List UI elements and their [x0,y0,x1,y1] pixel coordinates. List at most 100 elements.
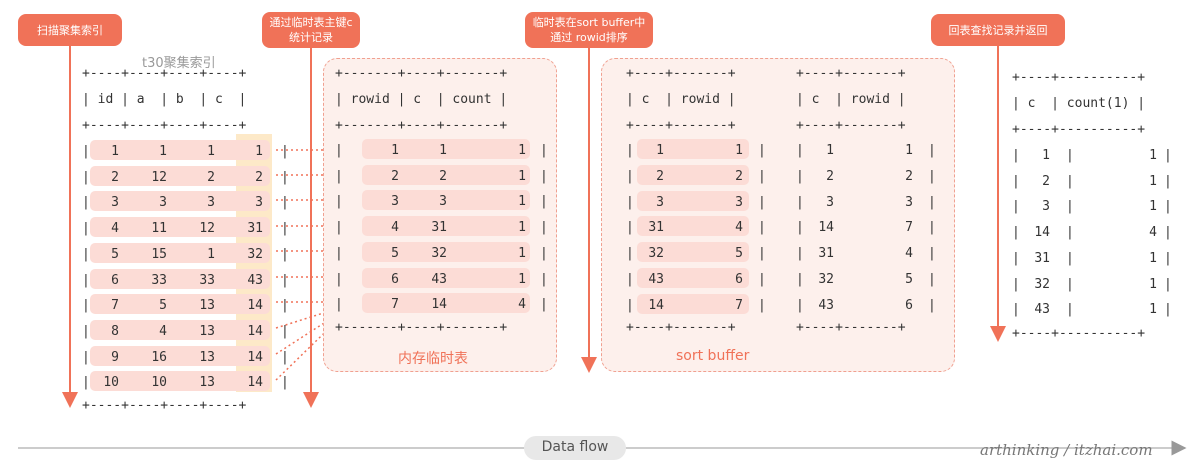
cell-divider: | [281,298,289,314]
sortbuf-left-cell: 1 [656,143,664,158]
t30-cell: 13 [199,375,215,391]
cell-divider: | [82,195,90,211]
cell-divider: | [796,220,804,236]
t30-cell: 13 [199,298,215,314]
t30-cell: 31 [247,221,263,237]
t30-cell: 1 [207,246,215,262]
temp-cell: 7 [391,297,399,313]
cell-divider: | [82,144,90,159]
row-fill [90,268,270,289]
t30-cell: 9 [111,349,119,365]
sortbuf-left-cell: 7 [735,297,743,313]
badge-back-to-table: 回表查找记录并返回 [931,14,1065,46]
cell-divider: | [1066,173,1074,189]
cell-divider: | [758,194,766,210]
temp-cell: 3 [439,194,447,210]
sortbuf-right-cell: 6 [905,297,913,313]
row-fill [90,371,270,392]
t30-cell: 13 [199,323,215,339]
cell-divider: | [1066,250,1074,266]
temp-cell: 1 [518,220,526,236]
t30-border-top: +----+----+----+----+ [82,66,247,81]
t30-cell: 1 [159,144,167,159]
cell-divider: | [82,375,90,391]
result-border-mid: +----+----------+ [1012,122,1146,137]
data-flow-pill [524,436,626,460]
result-cell: 14 [1034,225,1050,241]
t30-title: t30聚集索引 [142,56,216,71]
cell-divider: | [796,272,804,287]
cell-divider: | [928,297,936,313]
cell-divider: | [1164,302,1172,318]
sortbuf-right-cell: 3 [826,194,834,210]
result-cell: 43 [1034,302,1050,318]
sortbuf-left-cell: 3 [735,194,743,210]
t30-cell: 11 [151,221,167,237]
cell-divider: | [1012,276,1020,292]
sortbuf-right-cell: 7 [905,220,913,236]
row-fill [362,190,530,211]
row-fill [362,139,530,159]
row-fill [637,242,749,263]
sortbuf-left-header: | c | rowid | [626,92,736,107]
sortbuf-right-cell: 32 [818,272,834,287]
row-fill [90,294,270,315]
cell-divider: | [281,169,289,185]
t30-cell: 4 [111,221,119,237]
cell-divider: | [82,246,90,262]
t30-cell: 12 [199,221,215,237]
cell-divider: | [281,375,289,391]
temp-table-box [323,58,557,372]
sortbuf-right-cell: 3 [905,194,913,210]
cell-divider: | [928,272,936,287]
cell-divider: | [540,271,548,287]
result-cell: 1 [1149,250,1157,266]
cell-divider: | [796,297,804,313]
row-fill [90,242,270,263]
cell-divider: | [540,168,548,184]
cell-divider: | [928,220,936,236]
cell-divider: | [1164,225,1172,241]
t30-cell: 14 [247,349,263,365]
t30-cell: 6 [111,272,119,288]
sortbuf-left-cell: 2 [735,168,743,184]
cell-divider: | [626,220,634,236]
temp-caption: 内存临时表 [398,351,468,367]
result-cell: 1 [1149,302,1157,318]
cell-divider: | [626,168,634,184]
cell-divider: | [335,220,343,236]
sortbuf-left-cell: 4 [735,220,743,236]
cell-divider: | [82,221,90,237]
cell-divider: | [1164,148,1172,163]
temp-cell: 1 [518,143,526,158]
sortbuf-right-cell: 2 [826,168,834,184]
t30-cell: 14 [247,298,263,314]
sortbuf-right-border-top: +----+-------+ [796,66,906,81]
sortbuf-right-cell: 1 [826,143,834,158]
result-cell: 4 [1149,225,1157,241]
cell-divider: | [82,272,90,288]
cell-divider: | [281,272,289,288]
t30-header: | id | a | b | c | [82,92,247,107]
sortbuf-left-cell: 14 [648,297,664,313]
t30-cell: 10 [151,375,167,391]
cell-divider: | [796,143,804,158]
row-fill [90,217,270,238]
cell-divider: | [335,194,343,210]
t30-cell: 4 [159,323,167,339]
cell-divider: | [1066,225,1074,241]
row-fill [637,190,749,211]
result-cell: 1 [1149,173,1157,189]
cell-divider: | [281,144,289,159]
cell-divider: | [1164,173,1172,189]
sortbuf-right-cell: 2 [905,168,913,184]
t30-cell: 1 [111,144,119,159]
cell-divider: | [1066,276,1074,292]
cell-divider: | [82,298,90,314]
result-cell: 1 [1149,199,1157,215]
t30-cell: 13 [199,349,215,365]
result-cell: 1 [1149,148,1157,163]
temp-cell: 1 [518,168,526,184]
cell-divider: | [281,221,289,237]
row-fill [362,267,530,288]
